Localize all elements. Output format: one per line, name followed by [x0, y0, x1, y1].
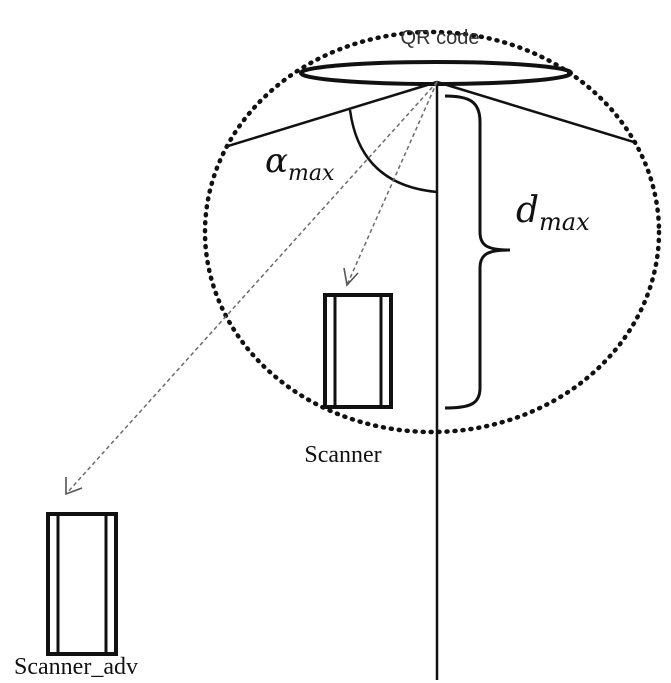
scanner-adv-label: Scanner_adv — [14, 654, 138, 680]
scan-ray-arrowhead-scanner — [343, 267, 359, 287]
scanner-adv-device — [46, 512, 118, 656]
scan-range-circle — [202, 29, 662, 435]
max-angle-line-right — [436, 80, 659, 152]
scan-ray-to-scanner — [346, 81, 438, 286]
qr-code-plate — [299, 60, 573, 86]
scan-ray-to-scanner-adv — [65, 81, 438, 495]
qr-code-label: QR code — [401, 27, 480, 49]
scanner-device — [323, 293, 393, 409]
alpha-max-arc — [348, 109, 438, 194]
scan-ray-arrowhead-scanner-adv — [65, 477, 83, 496]
d-max-label: dmax — [516, 190, 590, 236]
alpha-max-label: αmax — [265, 141, 335, 186]
max-angle-line-left — [214, 80, 438, 152]
d-max-brace — [444, 94, 511, 410]
scanner-label: Scanner — [304, 442, 381, 468]
